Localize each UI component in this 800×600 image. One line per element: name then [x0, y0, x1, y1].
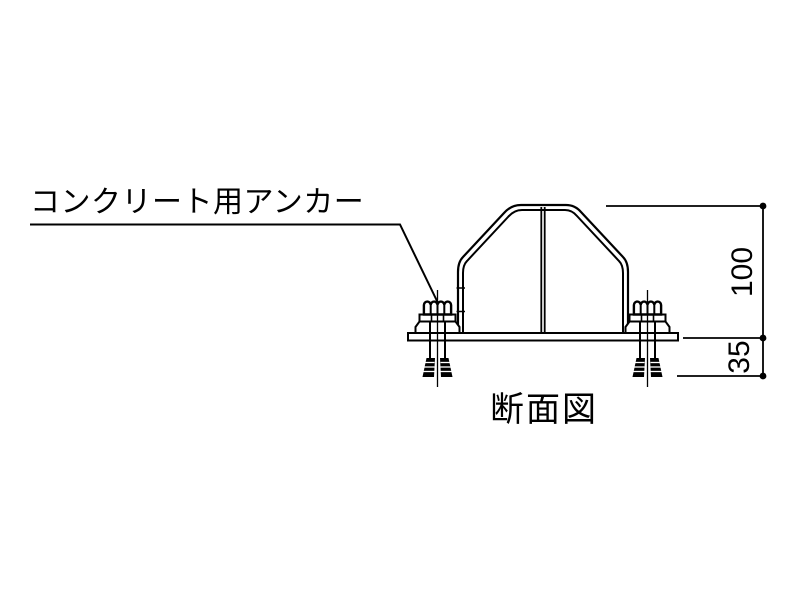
dimension-dot-middle [759, 334, 767, 342]
base-plate [407, 332, 679, 342]
callout-leader-line [30, 223, 439, 303]
dimension-value-depth: 35 [723, 340, 756, 373]
callout: コンクリート用アンカー [30, 186, 439, 303]
bracket-dome [456, 203, 630, 333]
callout-label: コンクリート用アンカー [30, 186, 364, 219]
dome-outer-profile [456, 203, 630, 333]
dimension-value-height: 100 [726, 247, 759, 297]
dimension-dot-bottom [759, 372, 767, 380]
drawing-caption: 断面図 [490, 391, 598, 429]
dimension-group: 100 35 [606, 202, 767, 380]
dimension-dot-top [759, 202, 767, 210]
dome-inner-profile [462, 209, 624, 333]
